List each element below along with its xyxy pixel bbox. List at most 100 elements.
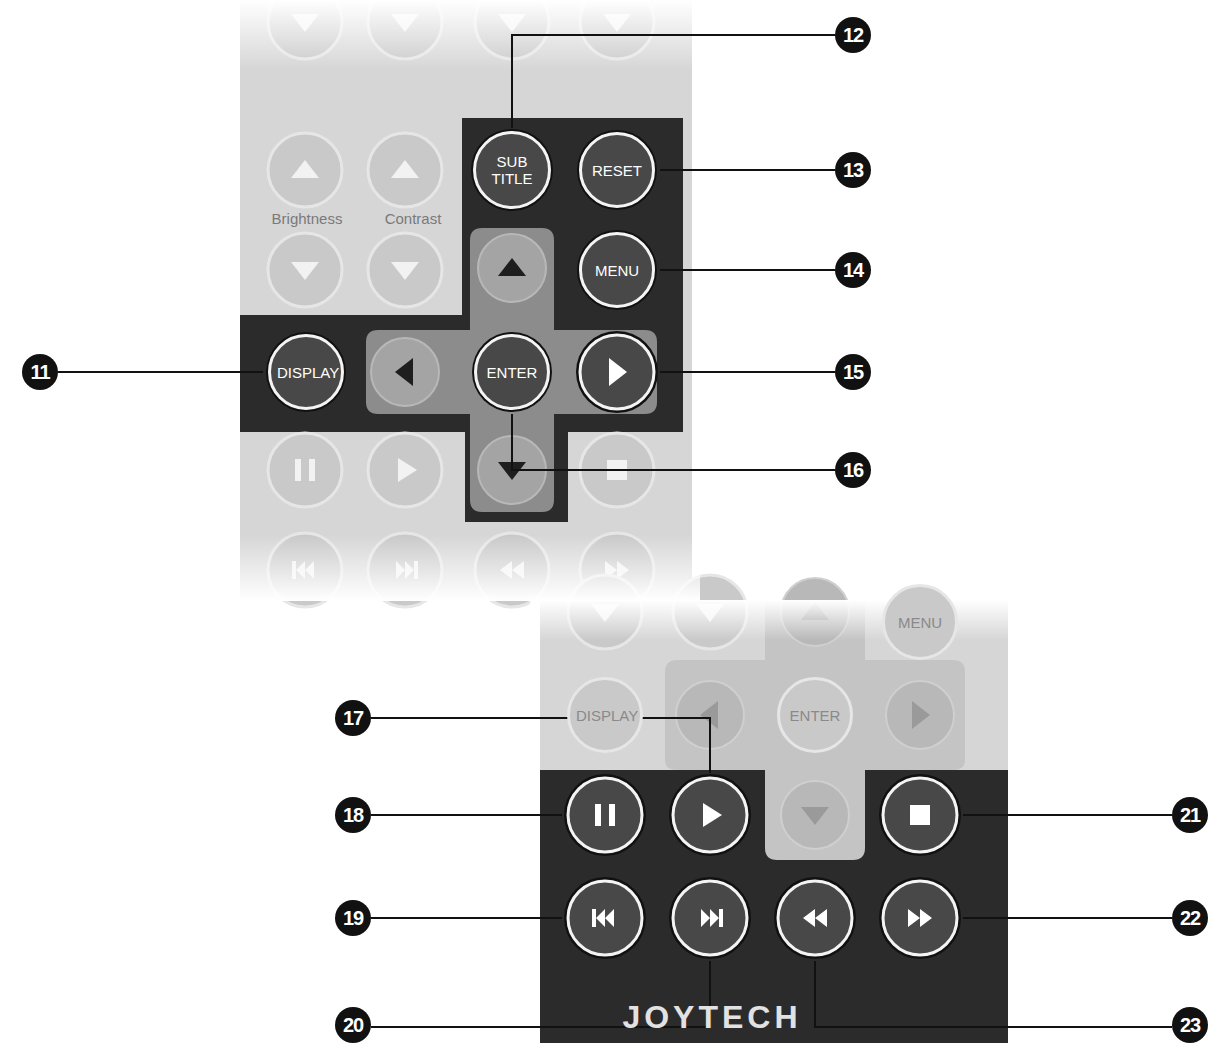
- callout-number: 21: [1172, 797, 1208, 833]
- callout-number: 22: [1172, 900, 1208, 936]
- remote-body: [240, 0, 692, 600]
- button-face: [673, 881, 747, 955]
- button-face: [368, 133, 442, 207]
- button-ring: [564, 877, 646, 959]
- ff-button: [879, 877, 961, 959]
- right-button: [886, 681, 954, 749]
- button-label: ENTER: [487, 364, 538, 381]
- leader-line: [371, 814, 562, 816]
- leader-line: [371, 718, 710, 773]
- brand-logo: JOYTECH: [622, 999, 801, 1036]
- button-face: [268, 433, 342, 507]
- rew-button: [774, 877, 856, 959]
- up-symbol: [391, 160, 419, 178]
- button-face: [778, 881, 852, 955]
- next-symbol: [701, 909, 723, 927]
- button-face: [781, 781, 849, 849]
- callout-number: 14: [835, 252, 871, 288]
- down-button: [268, 233, 342, 307]
- button-face: [883, 881, 957, 955]
- leader-lines: [58, 35, 1172, 1027]
- button-label: SUB TITLE: [483, 153, 541, 187]
- callout-number: 15: [835, 354, 871, 390]
- button-ring: [879, 877, 961, 959]
- enter-button: ENTER: [474, 334, 550, 410]
- leader-line: [963, 814, 1172, 816]
- button-face: [268, 233, 342, 307]
- menu-button: MENU: [579, 232, 655, 308]
- button-face: [883, 778, 957, 852]
- button-ring: [576, 331, 658, 413]
- button-face: [368, 433, 442, 507]
- button-label: RESET: [592, 162, 642, 179]
- play-button: [669, 774, 751, 856]
- button-face: [268, 133, 342, 207]
- callout-number: 18: [335, 797, 371, 833]
- button-label: DISPLAY: [576, 707, 634, 724]
- callout-number: 12: [835, 17, 871, 53]
- up-button: [478, 234, 546, 302]
- stop-button: [879, 774, 961, 856]
- button-face: [368, 233, 442, 307]
- button-face: [673, 778, 747, 852]
- leader-line: [963, 917, 1172, 919]
- rew-symbol: [803, 909, 827, 927]
- leader-line: [660, 169, 835, 171]
- callout-number: 17: [335, 700, 371, 736]
- callout-number: 23: [1172, 1007, 1208, 1043]
- callout-number: 11: [22, 354, 58, 390]
- down-symbol: [801, 807, 829, 825]
- leader-line: [512, 414, 835, 470]
- button-ring: [879, 774, 961, 856]
- callout-number: 19: [335, 900, 371, 936]
- display-button: DISPLAY: [567, 677, 643, 753]
- callout-number: 20: [335, 1007, 371, 1043]
- up-button: [368, 133, 442, 207]
- button-label: MENU: [595, 262, 639, 279]
- button-face: [568, 881, 642, 955]
- button-label: ENTER: [790, 707, 841, 724]
- fade: [230, 535, 700, 601]
- pause-symbol: [295, 459, 315, 481]
- button-label: MENU: [898, 614, 942, 631]
- leader-line: [371, 917, 562, 919]
- play-symbol: [703, 803, 722, 827]
- left-symbol: [395, 358, 413, 386]
- down-symbol: [291, 262, 319, 280]
- pause-button: [268, 433, 342, 507]
- leader-line: [512, 35, 835, 128]
- display-button: DISPLAY: [268, 334, 344, 410]
- prev-symbol: [592, 909, 614, 927]
- prev-button: [564, 877, 646, 959]
- play-symbol: [398, 458, 417, 482]
- ff-symbol: [908, 909, 932, 927]
- menu-button: MENU: [882, 584, 958, 660]
- callout-number: 13: [835, 152, 871, 188]
- leader-line: [58, 371, 263, 373]
- up-button: [268, 133, 342, 207]
- next-button: [669, 877, 751, 959]
- right-symbol: [609, 358, 627, 386]
- button-ring: [564, 774, 646, 856]
- leader-line: [660, 269, 835, 271]
- stop-symbol: [910, 805, 930, 825]
- highlight-panel: [240, 118, 683, 522]
- down-symbol: [391, 262, 419, 280]
- down-button: [781, 781, 849, 849]
- button-ring: [669, 774, 751, 856]
- control-label: Brightness: [272, 210, 343, 227]
- pause-button: [564, 774, 646, 856]
- callout-number: 16: [835, 452, 871, 488]
- button-ring: [774, 877, 856, 959]
- button-face: [886, 681, 954, 749]
- play-button: [368, 433, 442, 507]
- right-symbol: [912, 701, 930, 729]
- left-button: [371, 338, 439, 406]
- reset-button: RESET: [579, 132, 655, 208]
- leader-line: [815, 961, 1172, 1027]
- down-button: [368, 233, 442, 307]
- up-symbol: [498, 258, 526, 276]
- enter-button: ENTER: [777, 677, 853, 753]
- button-face: [478, 234, 546, 302]
